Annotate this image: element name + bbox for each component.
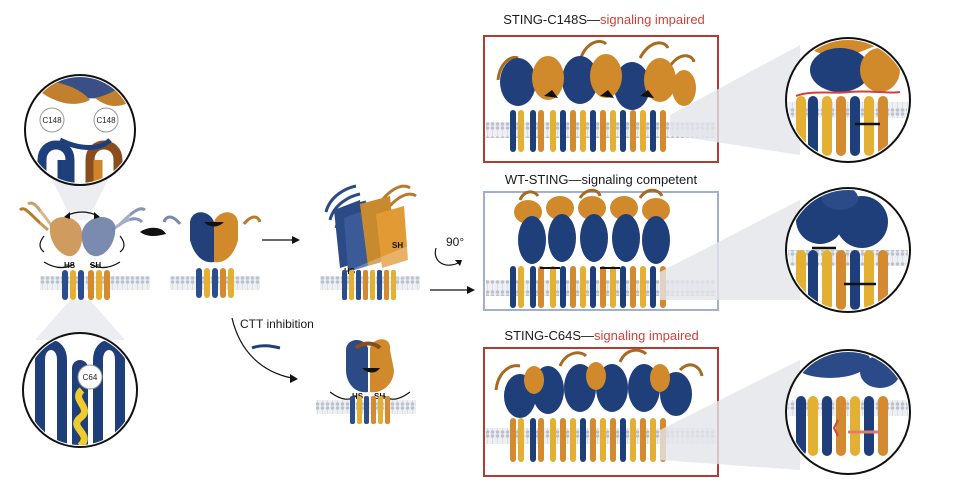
top-panel-title: STING-C148S— — [503, 12, 600, 27]
c148-magnifier: C148 C148 — [24, 74, 136, 186]
oligomer: HS SH — [320, 184, 420, 300]
cgamp-ligand — [140, 227, 166, 236]
ctt-arrow — [231, 317, 293, 379]
ctt-peptide — [251, 344, 281, 350]
wt-sting-panel — [483, 188, 800, 311]
rotation-label: 90° — [446, 235, 464, 249]
c64-label: C64 — [83, 373, 98, 382]
wt-sting-zoom — [785, 187, 911, 313]
c148s-zoom — [785, 37, 911, 163]
hs-label: HS — [64, 261, 76, 270]
c148-left-label: C148 — [42, 116, 62, 125]
top-panel-status: signaling impaired — [600, 12, 705, 27]
oligo-sh-label: SH — [392, 241, 403, 250]
c148-right-label: C148 — [96, 116, 116, 125]
ctt-inhibited-dimer: HS SH — [316, 339, 416, 424]
c148s-panel — [483, 35, 800, 163]
c64s-zoom — [785, 349, 911, 475]
rotation-arrow — [434, 247, 461, 266]
bottom-panel-title: STING-C64S— — [504, 328, 594, 343]
apo-dimer: HS SH — [18, 175, 150, 340]
ctt-inhibition-label: CTT inhibition — [240, 317, 314, 331]
c64-magnifier: C64 — [22, 332, 138, 448]
membrane — [40, 276, 150, 290]
closed-dimer — [162, 212, 262, 298]
c64s-panel — [483, 347, 800, 477]
sh-label: SH — [90, 261, 101, 270]
middle-panel-title: WT-STING—signaling competent — [505, 172, 698, 187]
bottom-panel-status: signaling impaired — [594, 328, 699, 343]
